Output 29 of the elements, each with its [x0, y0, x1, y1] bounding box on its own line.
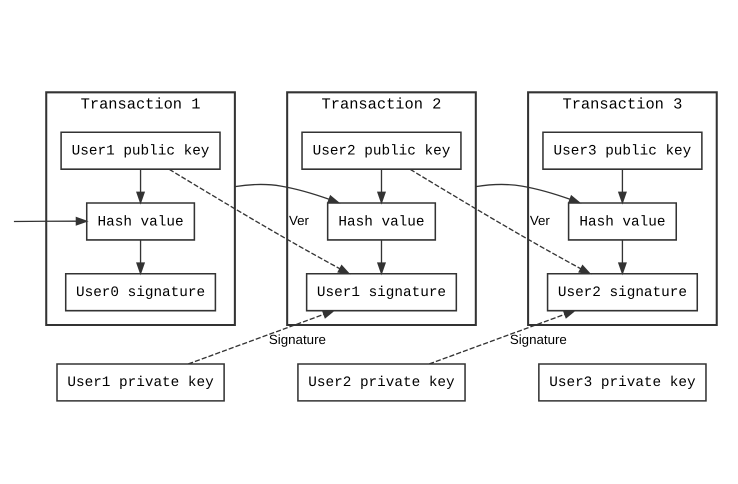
node-box: User1 public key [60, 131, 221, 170]
edge-label: Signature [510, 331, 567, 346]
edge-label: Ver [530, 212, 550, 228]
arrow [618, 240, 627, 275]
arrow [136, 168, 146, 204]
node-box: User3 public key [542, 131, 703, 170]
node-box: User2 public key [301, 131, 462, 170]
node-box: User1 signature [306, 272, 458, 311]
node-box: Hash value [86, 202, 196, 240]
node-box: User0 signature [64, 272, 216, 311]
arrow [376, 168, 386, 204]
arrow [429, 310, 576, 364]
edge-label: Signature [268, 331, 326, 346]
arrow [410, 168, 592, 274]
arrow [168, 168, 351, 274]
arrow [476, 183, 582, 204]
node-box: User2 private key [297, 362, 466, 402]
arrow [14, 216, 89, 226]
arrow [376, 240, 386, 275]
arrow [188, 310, 336, 364]
node-box: Hash value [326, 202, 436, 240]
node-box: User2 signature [546, 272, 698, 311]
node-box: Hash value [568, 202, 678, 240]
arrow [234, 183, 341, 204]
node-box: User3 private key [538, 362, 707, 402]
arrow [136, 240, 146, 275]
edge-label: Ver [288, 212, 309, 228]
arrow [618, 168, 627, 204]
node-box: User1 private key [56, 362, 225, 402]
